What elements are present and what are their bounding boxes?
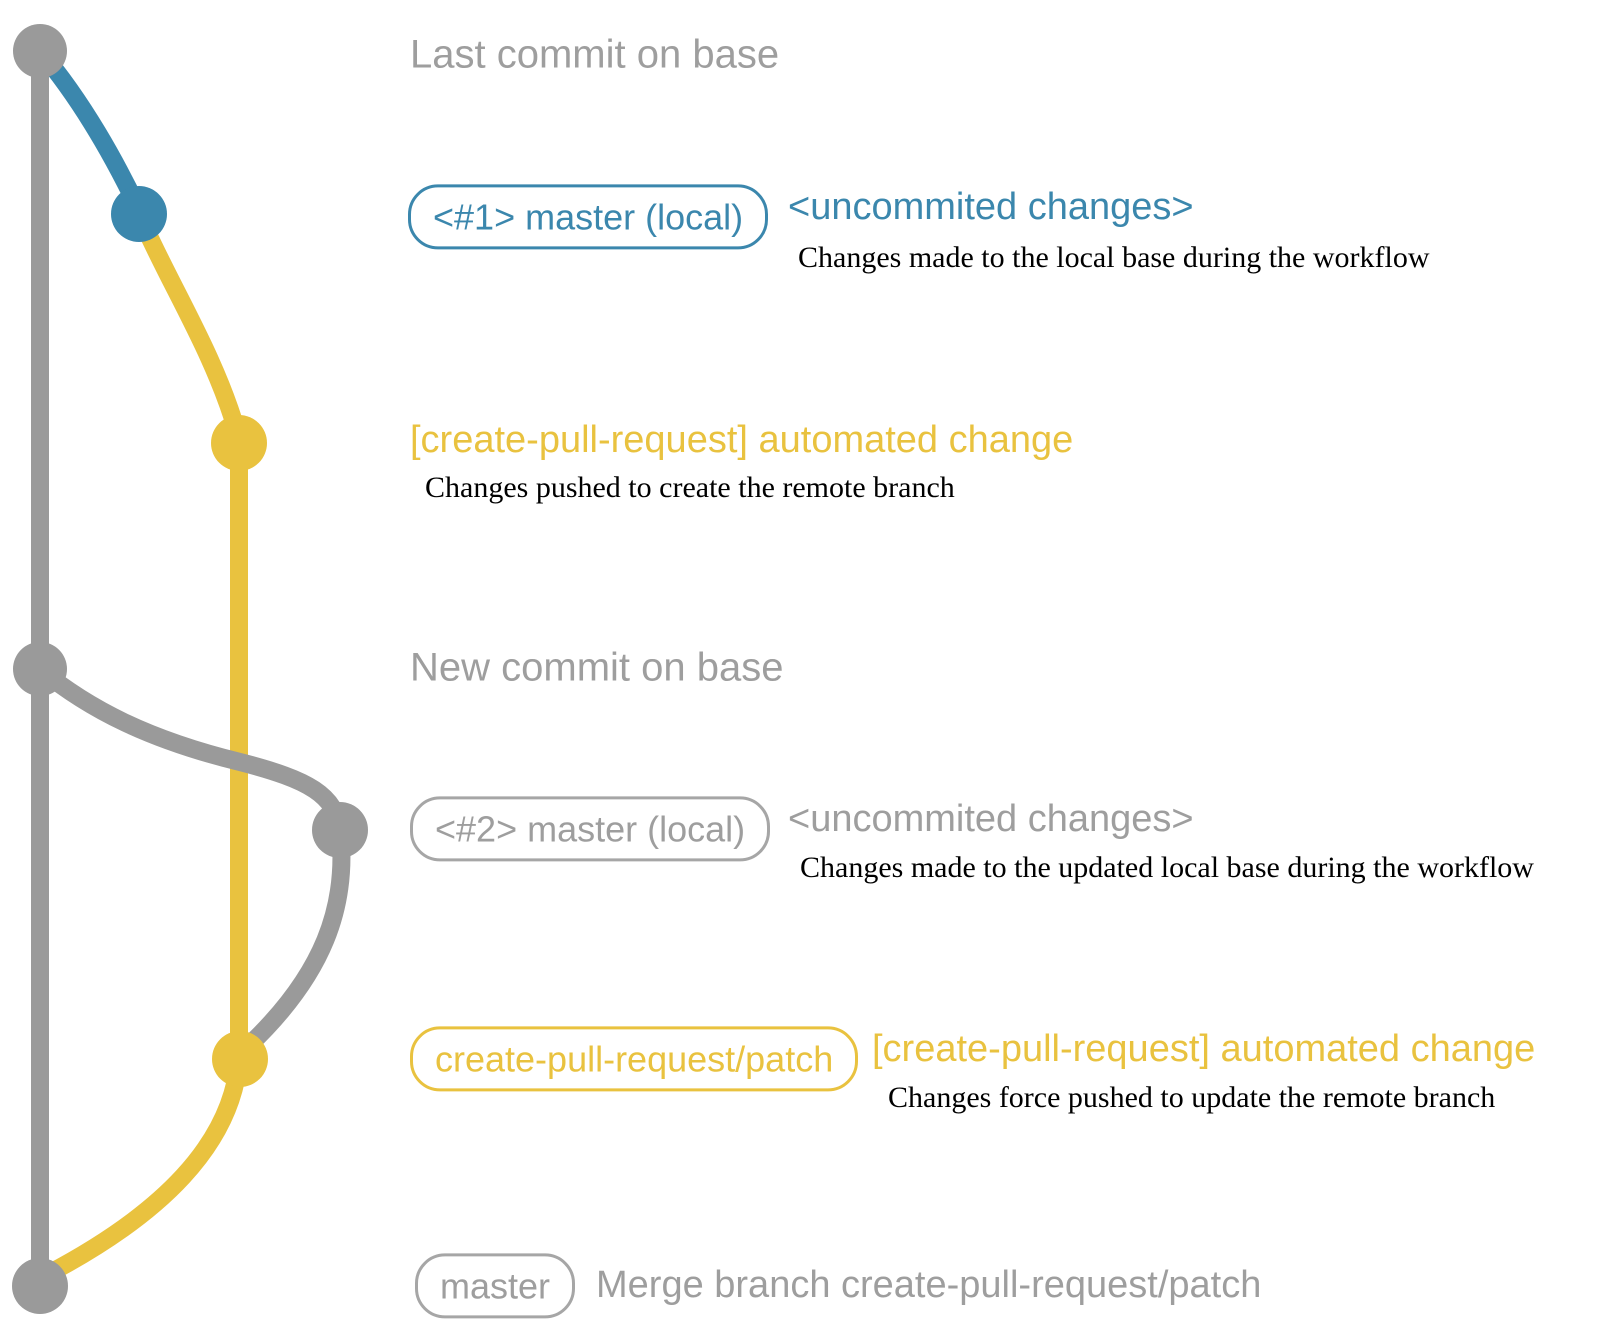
heading-last-commit: Last commit on base xyxy=(410,32,780,77)
annotation-uncommitted-1: <uncommited changes> xyxy=(788,186,1194,229)
label-box-master-local-2: <#2> master (local) xyxy=(410,796,771,862)
annotation-automated-change-2: [create-pull-request] automated change xyxy=(872,1028,1536,1071)
description-local-changes-2: Changes made to the updated local base d… xyxy=(800,851,1534,884)
annotation-automated-change-1: [create-pull-request] automated change xyxy=(410,419,1074,462)
commit-node-base-1 xyxy=(13,24,67,78)
annotation-uncommitted-2: <uncommited changes> xyxy=(788,798,1194,841)
local-branch-line xyxy=(31,42,146,215)
commit-node-merge xyxy=(12,1258,68,1314)
description-local-changes-1: Changes made to the local base during th… xyxy=(798,241,1430,274)
description-push-remote: Changes pushed to create the remote bran… xyxy=(425,471,955,504)
description-force-push: Changes force pushed to update the remot… xyxy=(888,1081,1496,1114)
label-box-master-local-1: <#1> master (local) xyxy=(408,184,769,250)
heading-new-commit: New commit on base xyxy=(410,645,784,690)
commit-node-local-2 xyxy=(312,802,368,858)
commit-node-local-1 xyxy=(111,186,167,242)
commit-node-base-2 xyxy=(13,642,67,696)
label-master-text: master xyxy=(440,1265,551,1307)
label-box-master: master xyxy=(415,1253,576,1319)
label-master-local-1-text: <#1> master (local) xyxy=(433,196,744,238)
remote-branch-line xyxy=(39,205,248,1283)
annotation-merge-branch: Merge branch create-pull-request/patch xyxy=(596,1264,1262,1307)
commit-node-remote-1 xyxy=(211,415,267,471)
base-update-line xyxy=(31,660,351,1059)
label-master-local-2-text: <#2> master (local) xyxy=(435,808,746,850)
label-cpr-patch-text: create-pull-request/patch xyxy=(435,1038,834,1080)
label-box-cpr-patch: create-pull-request/patch xyxy=(410,1026,859,1092)
commit-node-remote-2 xyxy=(212,1031,268,1087)
